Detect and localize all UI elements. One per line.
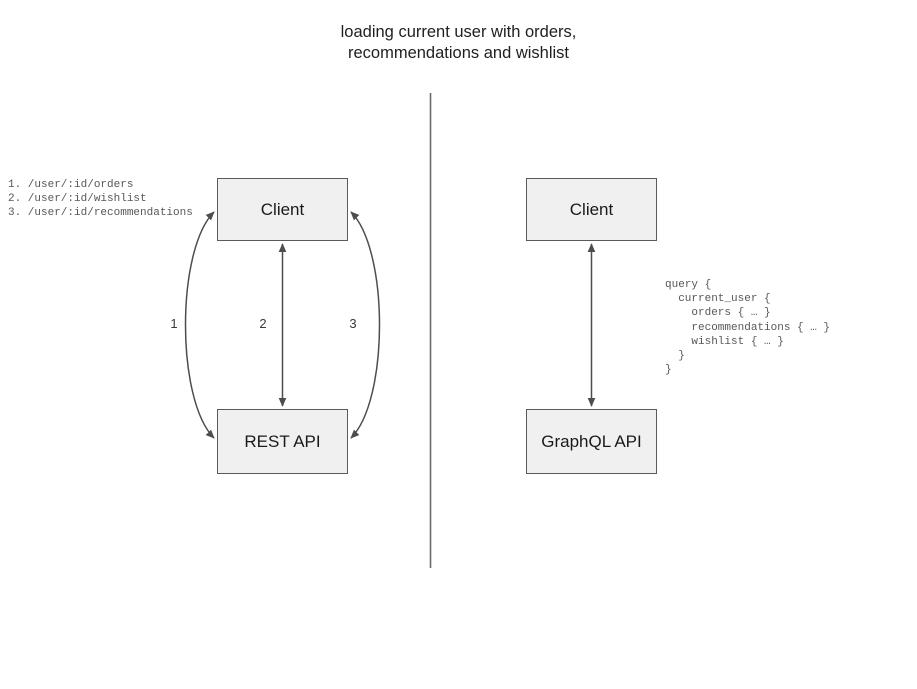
node-client-graphql-label: Client <box>569 199 614 219</box>
node-rest-api[interactable]: REST API <box>217 409 348 474</box>
edge-label-2: 2 <box>259 316 267 331</box>
node-client-rest[interactable]: Client <box>217 178 348 241</box>
node-client-graphql[interactable]: Client <box>526 178 657 241</box>
rest-edge-1-curve <box>184 211 215 439</box>
page-title: loading current user with orders, recomm… <box>340 23 577 62</box>
node-client-rest-label: Client <box>260 199 305 219</box>
edge-label-3: 3 <box>349 316 357 331</box>
node-graphql-api-label: GraphQL API <box>541 431 642 451</box>
rest-edge-3-curve <box>350 211 381 439</box>
node-graphql-api[interactable]: GraphQL API <box>526 409 657 474</box>
node-rest-api-label: REST API <box>244 431 321 451</box>
edge-label-1: 1 <box>170 316 178 331</box>
graphql-query-snippet: query { current_user { orders { … } reco… <box>665 279 831 377</box>
rest-endpoint-list: 1. /user/:id/orders 2. /user/:id/wishlis… <box>8 179 193 220</box>
